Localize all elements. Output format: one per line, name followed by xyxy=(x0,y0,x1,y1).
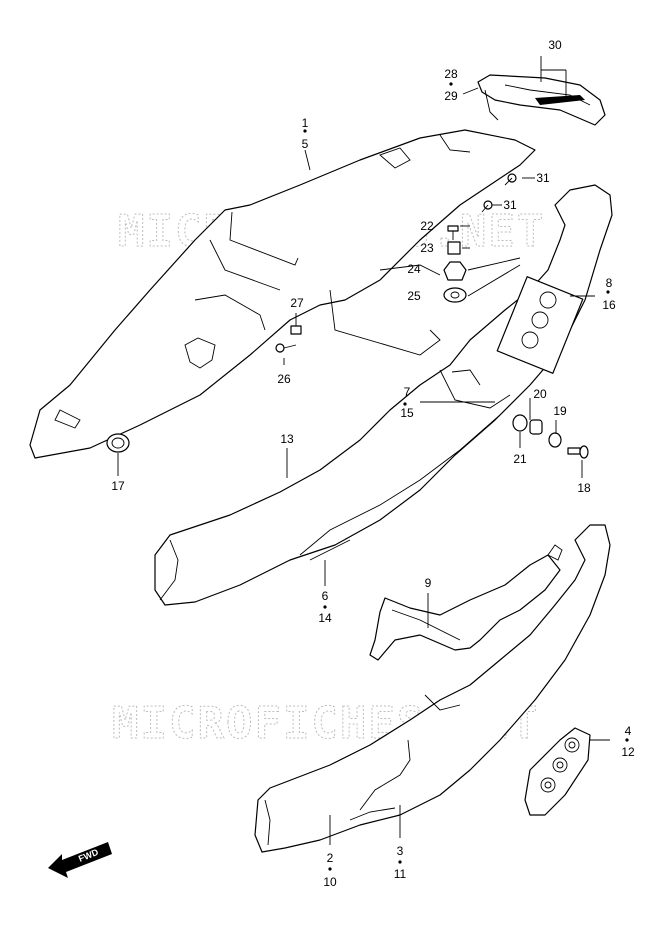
label-part-31a: 31 xyxy=(536,171,550,185)
label-part-31b: 31 xyxy=(503,198,517,212)
tail-handle-cover xyxy=(477,74,606,126)
label-part-21: 21 xyxy=(513,452,527,466)
label-part-8: 8 xyxy=(606,276,613,290)
side-cover-lower xyxy=(254,524,611,853)
label-part-9: 9 xyxy=(425,576,432,590)
collar-23 xyxy=(447,241,461,255)
label-part-15: 15 xyxy=(400,406,414,420)
label-part-30: 30 xyxy=(548,38,562,52)
cushion-24 xyxy=(443,261,467,281)
label-part-17: 17 xyxy=(111,479,125,493)
side-emblem-plate xyxy=(524,727,591,816)
label-part-18: 18 xyxy=(577,481,591,495)
label-part-6: 6 xyxy=(322,589,329,603)
washer-19 xyxy=(548,432,562,448)
label-part-1: 1 xyxy=(302,116,309,130)
label-part-10: 10 xyxy=(323,875,337,889)
label-part-7: 7 xyxy=(404,385,411,399)
label-part-20: 20 xyxy=(533,387,547,401)
label-part-29: 29 xyxy=(444,89,458,103)
label-part-25: 25 xyxy=(407,289,421,303)
clip-27 xyxy=(290,325,302,335)
label-part-24: 24 xyxy=(407,262,421,276)
label-part-12: 12 xyxy=(621,745,635,759)
screw-31a xyxy=(504,173,517,186)
leader-lines xyxy=(117,56,610,845)
label-part-14: 14 xyxy=(318,611,332,625)
label-part-3: 3 xyxy=(397,844,404,858)
label-part-11: 11 xyxy=(394,867,407,881)
label-part-26: 26 xyxy=(277,372,291,386)
screw-22 xyxy=(447,225,459,240)
label-part-16: 16 xyxy=(602,298,616,312)
label-part-19: 19 xyxy=(553,404,567,418)
seat-tail-cover xyxy=(29,129,536,459)
label-part-13: 13 xyxy=(280,432,294,446)
fwd-arrow-icon: FWD xyxy=(48,842,112,878)
bolt-18 xyxy=(567,445,589,459)
label-dots xyxy=(303,82,629,871)
label-part-4: 4 xyxy=(625,724,632,738)
screw-26 xyxy=(275,343,297,353)
side-cover-inner-panel xyxy=(369,554,561,661)
label-part-28: 28 xyxy=(444,67,458,81)
grommet-17 xyxy=(106,433,130,453)
frame-cover-lower xyxy=(154,184,613,606)
grommet-21 xyxy=(512,414,528,432)
label-part-23: 23 xyxy=(420,241,434,255)
label-part-27: 27 xyxy=(290,296,304,310)
label-part-22: 22 xyxy=(420,219,434,233)
cushion-20 xyxy=(529,419,543,435)
label-part-5: 5 xyxy=(302,137,309,151)
label-part-2: 2 xyxy=(327,851,334,865)
washer-25 xyxy=(443,287,467,303)
